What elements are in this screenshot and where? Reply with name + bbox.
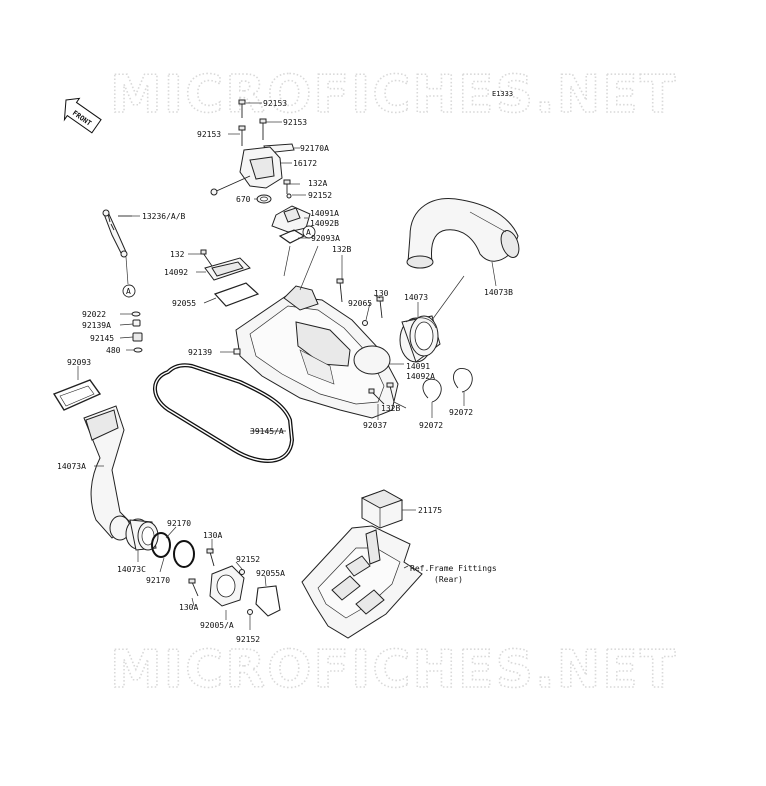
label-92139a: 92139A xyxy=(82,321,111,330)
front-arrow-icon: FRONT xyxy=(63,97,102,134)
label-92170-bottom: 92170 xyxy=(146,576,170,585)
link-rod-13236 xyxy=(102,209,132,258)
bolt-92153-right xyxy=(259,118,267,140)
label-14092: 14092 xyxy=(164,268,188,277)
seal-480 xyxy=(133,347,143,353)
label-14073a: 14073A xyxy=(57,462,86,471)
label-92072-right: 92072 xyxy=(449,408,473,417)
label-92153-top: 92153 xyxy=(263,99,287,108)
washer-92065 xyxy=(362,320,368,326)
label-92152-bottom: 92152 xyxy=(236,635,260,644)
label-92005: 92005/A xyxy=(200,621,234,630)
label-92093: 92093 xyxy=(67,358,91,367)
label-14091a: 14091A xyxy=(310,209,339,218)
part-labels: 92153 92153 92153 92170A 16172 132A 670 … xyxy=(57,99,513,644)
washer-92139 xyxy=(233,348,241,355)
label-92055a: 92055A xyxy=(256,569,285,578)
frame-fitting-rear xyxy=(301,525,423,639)
washer-92152-c xyxy=(247,609,253,615)
ref-note-line1: Ref.Frame Fittings xyxy=(410,564,497,573)
label-92153-left: 92153 xyxy=(197,130,221,139)
duct-14073b xyxy=(406,198,520,269)
washer-92152-b xyxy=(239,569,245,575)
label-92152: 92152 xyxy=(308,191,332,200)
bolt-92153-top xyxy=(238,99,246,118)
cvt-cover-housing xyxy=(235,285,399,419)
gasket-92093a xyxy=(278,229,306,244)
label-14091: 14091 xyxy=(406,362,430,371)
duct-14073a xyxy=(83,405,133,541)
label-92145: 92145 xyxy=(90,334,114,343)
label-132b-bottom: 132B xyxy=(381,404,400,413)
washer-92152 xyxy=(286,193,292,199)
clamp-92072-left xyxy=(422,378,442,403)
oring-670 xyxy=(256,194,272,204)
callout-a-top: A xyxy=(302,225,316,239)
bolt-132 xyxy=(200,249,213,267)
label-13236: 13236/A/B xyxy=(142,212,186,221)
label-92153-right: 92153 xyxy=(283,118,307,127)
label-14073b: 14073B xyxy=(484,288,513,297)
clamp-92170-a xyxy=(151,532,171,558)
bolt-92037 xyxy=(368,388,385,405)
label-92072-left: 92072 xyxy=(419,421,443,430)
label-92152-mid: 92152 xyxy=(236,555,260,564)
diagram-id: E1333 xyxy=(492,90,513,98)
watermark-top: MICROFICHES.NET xyxy=(110,65,677,125)
label-130a-top: 130A xyxy=(203,531,222,540)
label-21175: 21175 xyxy=(418,506,442,515)
washer-92139a xyxy=(132,319,141,327)
spring-92145 xyxy=(132,332,143,342)
callout-a-top-letter: A xyxy=(306,228,311,237)
label-92022: 92022 xyxy=(82,310,106,319)
label-14092b: 14092B xyxy=(310,219,339,228)
label-16172: 16172 xyxy=(293,159,317,168)
label-130: 130 xyxy=(374,289,389,298)
bolt-130a-bottom xyxy=(188,578,199,597)
label-92093a: 92093A xyxy=(311,234,340,243)
bolt-132b-bottom xyxy=(386,382,395,403)
bolt-130 xyxy=(376,296,384,319)
label-92037: 92037 xyxy=(363,421,387,430)
coupler-14073c xyxy=(125,518,159,551)
label-670: 670 xyxy=(236,195,251,204)
leader-lines xyxy=(77,102,497,630)
bolt-130a-top xyxy=(206,548,215,567)
label-92065: 92065 xyxy=(348,299,372,308)
flange-92005 xyxy=(209,565,245,607)
label-39145: 39145/A xyxy=(250,427,284,436)
label-14073c: 14073C xyxy=(117,565,146,574)
bolt-132b-top xyxy=(336,278,344,303)
label-14092a: 14092A xyxy=(406,372,435,381)
watermark-bottom: MICROFICHES.NET xyxy=(110,640,677,700)
gasket-39145 xyxy=(153,363,295,463)
label-92170-top: 92170 xyxy=(167,519,191,528)
duct-coupler-14073 xyxy=(399,315,441,363)
callout-a-left: A xyxy=(122,284,136,298)
clip-92022 xyxy=(131,311,141,317)
label-132: 132 xyxy=(170,250,185,259)
label-14073: 14073 xyxy=(404,293,428,302)
label-92055: 92055 xyxy=(172,299,196,308)
label-92170a: 92170A xyxy=(300,144,329,153)
gasket-92055 xyxy=(213,282,260,307)
clamp-92072-right xyxy=(453,368,473,393)
label-132b-top: 132B xyxy=(332,245,351,254)
clamp-92170-b xyxy=(173,540,195,568)
callout-a-left-letter: A xyxy=(126,287,131,296)
ref-note-line2: (Rear) xyxy=(434,575,463,584)
actuator-16172 xyxy=(210,146,283,196)
cover-plate-14092 xyxy=(204,257,251,281)
label-130a-bottom: 130A xyxy=(179,603,198,612)
gasket-92055a xyxy=(255,585,281,617)
label-132a: 132A xyxy=(308,179,327,188)
label-480: 480 xyxy=(106,346,121,355)
ecu-21175 xyxy=(360,489,404,529)
cover-14091a xyxy=(271,205,311,233)
bolt-132a xyxy=(283,179,291,194)
gasket-92093 xyxy=(52,379,102,411)
label-92139: 92139 xyxy=(188,348,212,357)
bolt-92153-left xyxy=(238,125,246,146)
